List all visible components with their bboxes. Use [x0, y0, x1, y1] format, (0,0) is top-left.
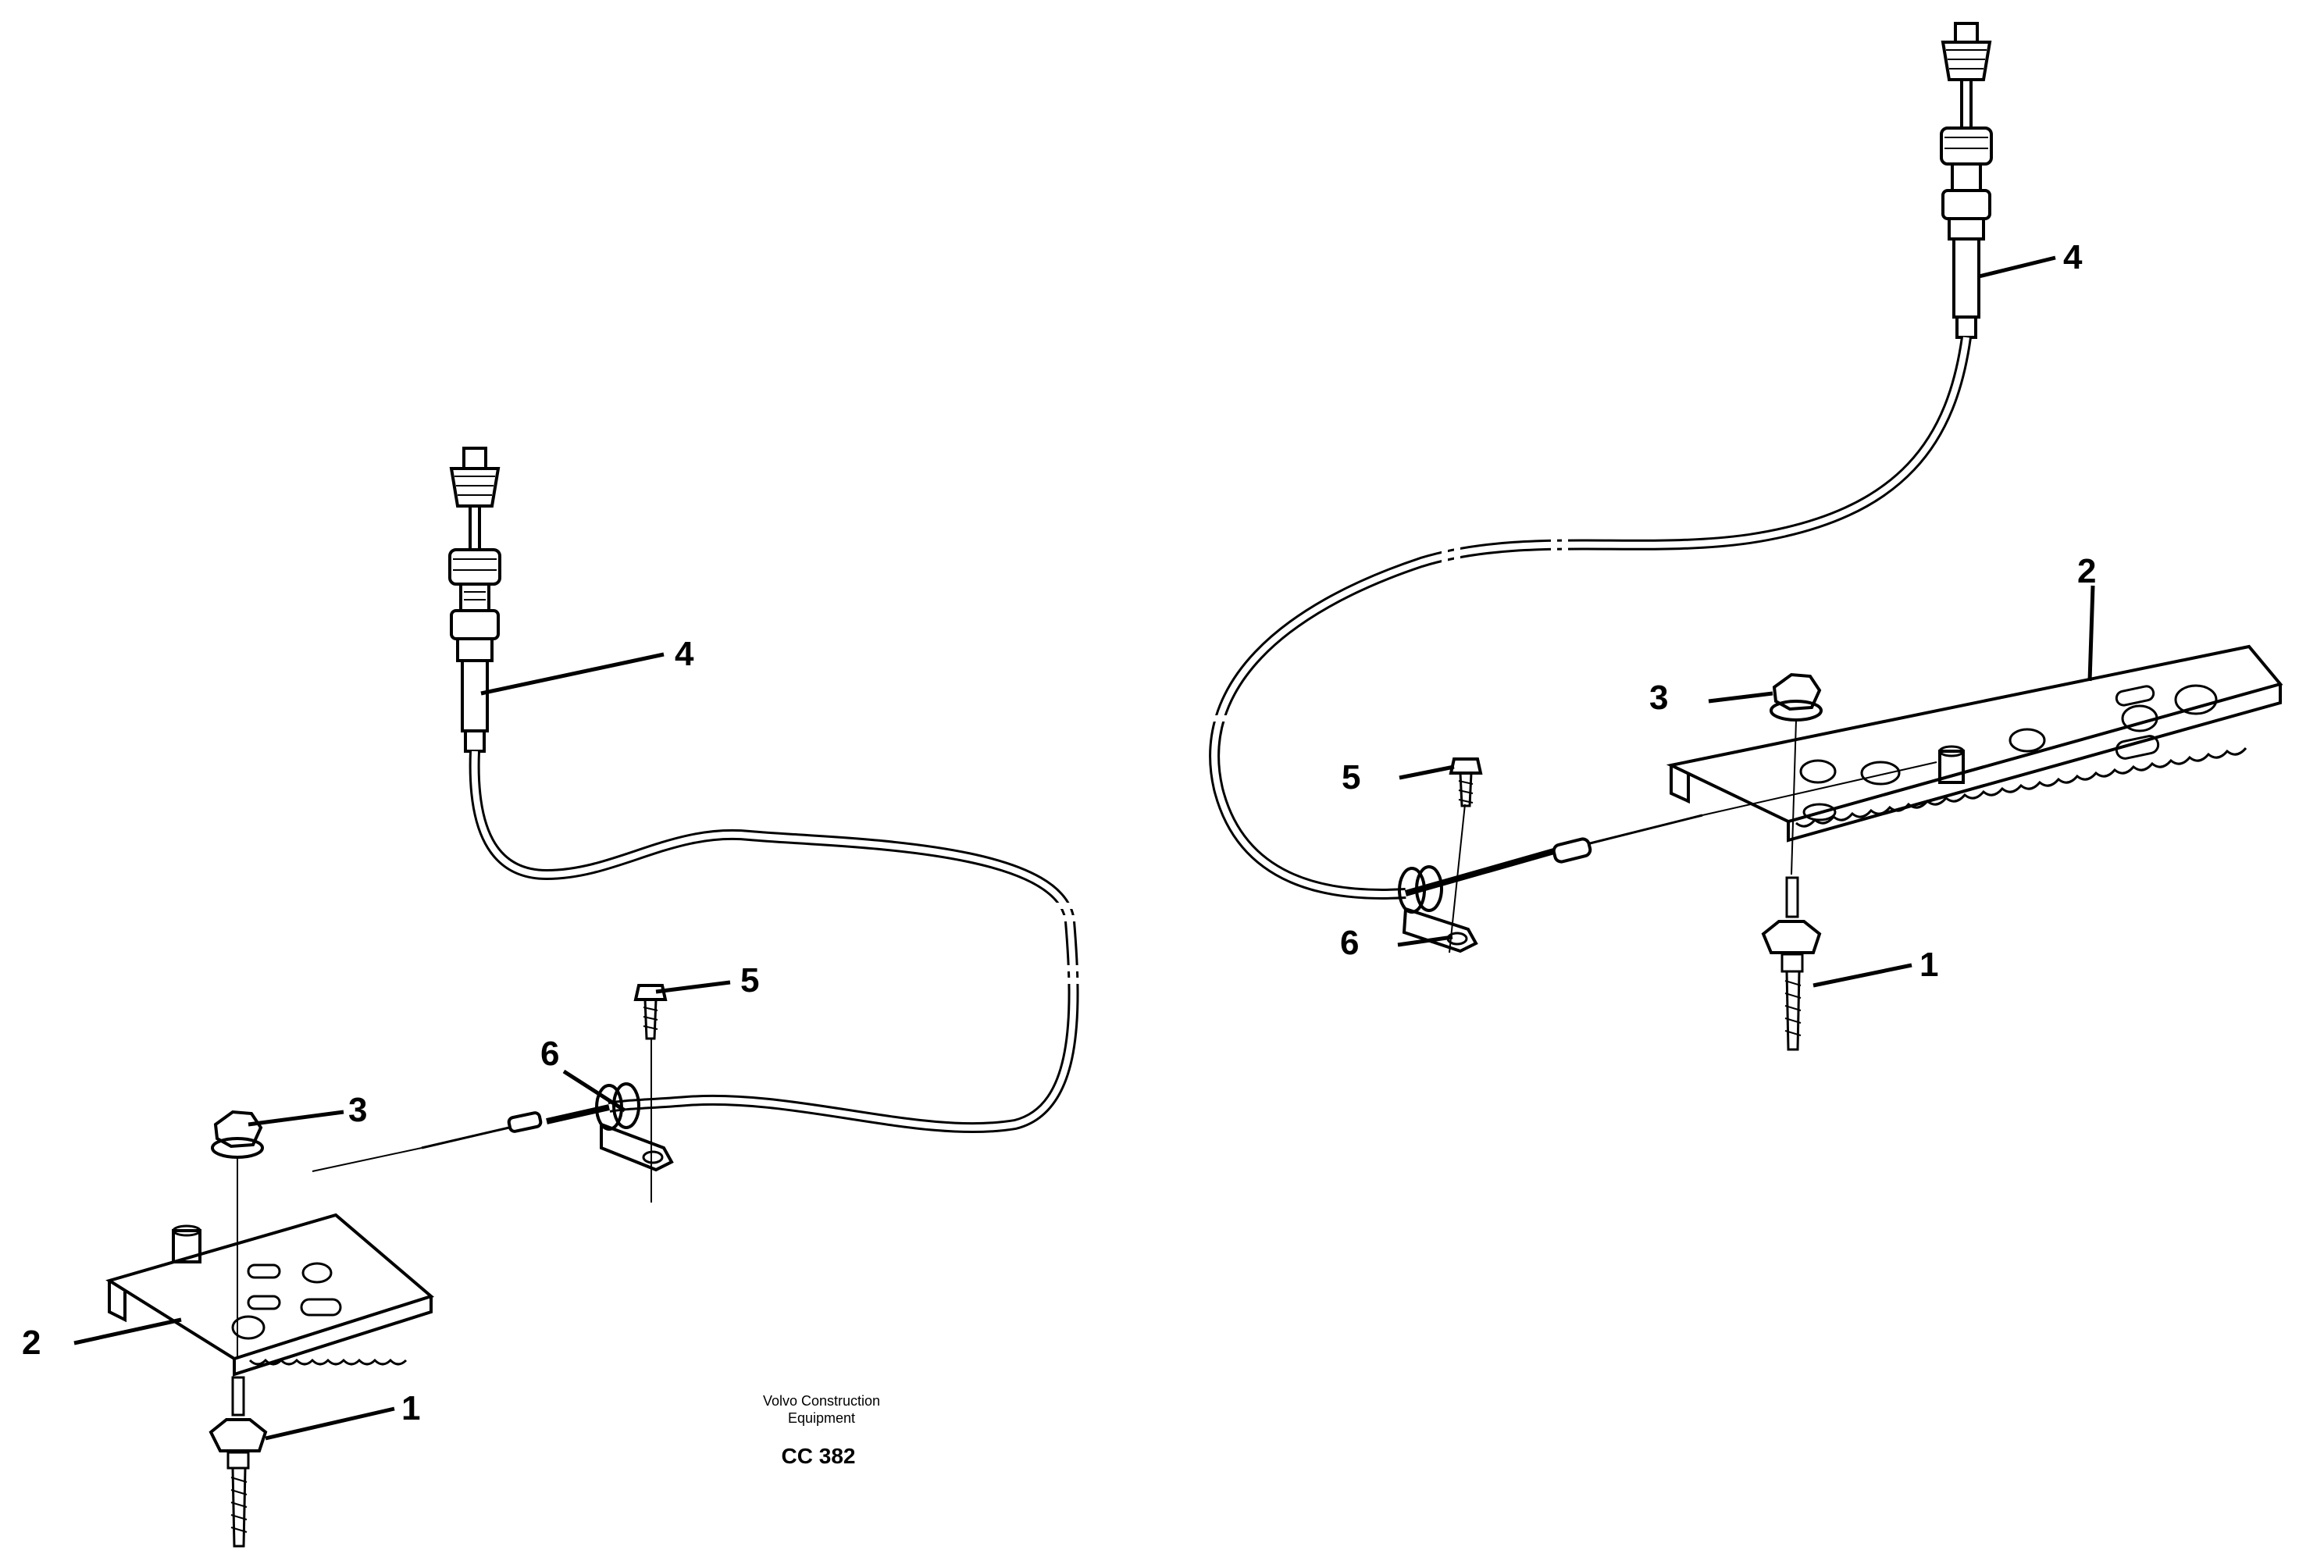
drawing-code: CC 382 — [782, 1444, 856, 1468]
right-assembly: 4 2 3 5 6 1 — [1209, 22, 2283, 1051]
credit-block: Volvo Construction Equipment CC 382 — [763, 1393, 880, 1468]
right-flange-nut-icon — [1770, 672, 1823, 875]
right-hex-bolt-icon — [1761, 876, 1822, 1051]
left-callout-4: 4 — [675, 635, 694, 673]
right-callout-1: 1 — [1919, 946, 1938, 984]
left-callout-1: 1 — [401, 1389, 420, 1427]
left-cable-clamp-icon — [595, 1039, 674, 1203]
right-mounting-bracket-icon — [1666, 644, 2283, 843]
right-pull-knob-icon — [1940, 22, 1993, 339]
right-bolt-icon — [1449, 757, 1483, 807]
left-callout-3: 3 — [348, 1091, 367, 1129]
left-bolt-icon — [633, 984, 668, 1040]
left-callout-6: 6 — [540, 1035, 559, 1073]
right-cable-clamp-icon — [1398, 804, 1478, 953]
right-callout-3: 3 — [1649, 679, 1668, 717]
right-callout-4: 4 — [2063, 238, 2083, 276]
right-leader-lines — [1397, 255, 2095, 988]
left-callout-5: 5 — [740, 961, 759, 1000]
credit-line-1: Volvo Construction — [763, 1393, 880, 1409]
credit-line-2: Equipment — [788, 1410, 855, 1426]
left-cable — [312, 750, 1089, 1172]
left-pull-knob-icon — [448, 447, 501, 753]
right-callout-2: 2 — [2077, 552, 2096, 590]
right-cable — [1209, 337, 1972, 900]
left-hex-bolt-icon — [209, 1376, 268, 1548]
left-flange-nut-icon — [211, 1110, 264, 1359]
right-callout-5: 5 — [1342, 758, 1360, 796]
left-leader-lines — [73, 652, 731, 1441]
left-assembly: 4 5 6 3 2 1 — [22, 447, 1089, 1548]
left-mounting-bracket-icon — [105, 1213, 435, 1377]
left-callout-2: 2 — [22, 1324, 41, 1362]
right-callout-6: 6 — [1340, 924, 1359, 962]
